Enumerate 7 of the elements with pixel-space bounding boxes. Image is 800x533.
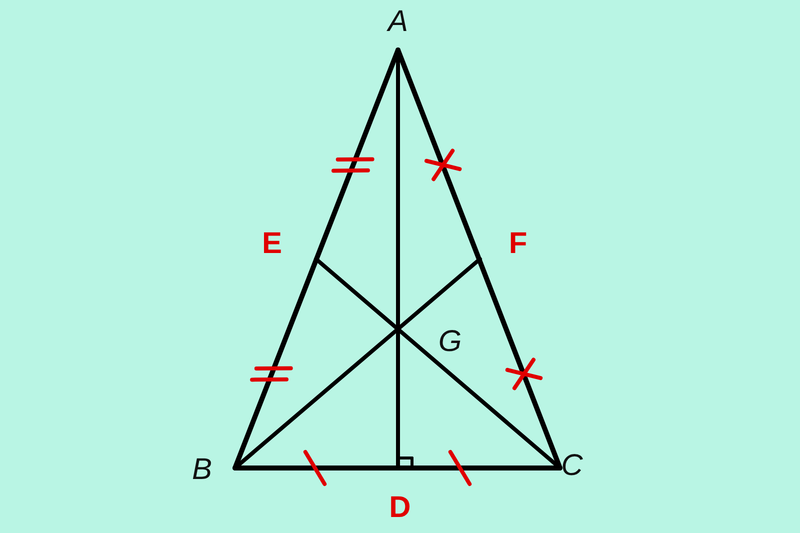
midpoint-label: E <box>262 228 282 260</box>
midpoint-label: D <box>389 492 411 524</box>
vertex-label: A <box>388 6 408 38</box>
vertex-label: C <box>561 450 583 482</box>
midpoint-label: F <box>508 228 528 260</box>
centroid-label: G <box>438 326 462 358</box>
vertex-label: B <box>192 454 212 486</box>
